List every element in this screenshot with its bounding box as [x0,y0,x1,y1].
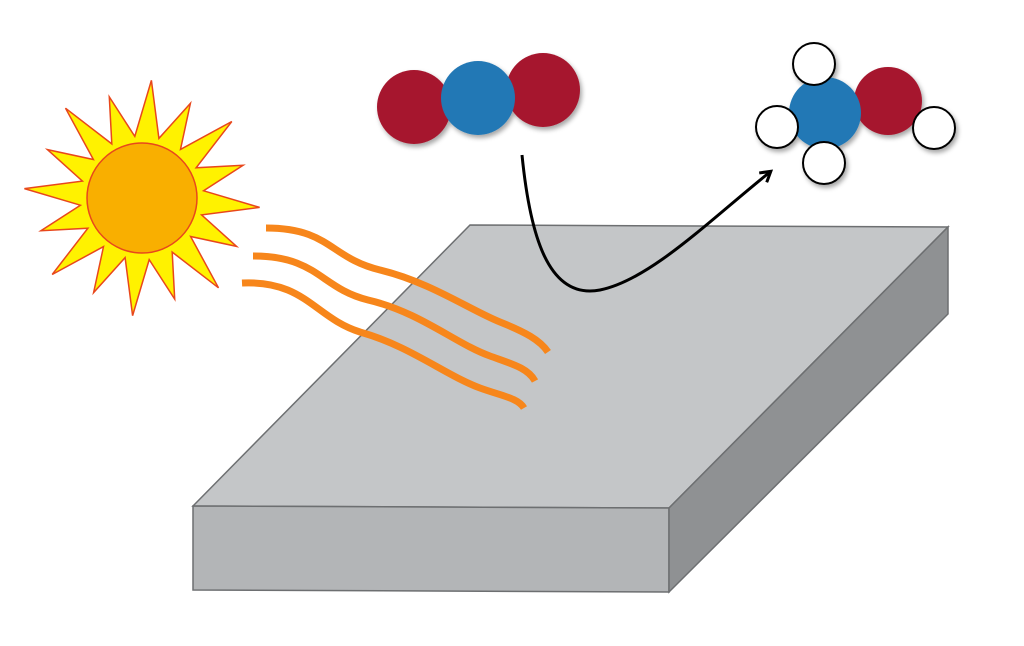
catalyst-slab [191,224,950,594]
carbon-atom [789,77,861,149]
hydrogen-atom [755,105,799,149]
light-waves [241,224,551,411]
light-wave [241,279,527,411]
hydrogen-atom [792,42,836,86]
oxygen-atom [854,67,922,135]
product-molecule [755,42,956,185]
slab-side-face [668,225,949,594]
carbon-atom [441,61,515,135]
reactant-molecule [377,53,580,144]
light-wave [252,252,539,383]
oxygen-atom [506,53,580,127]
curved-arrow-icon [520,154,770,293]
light-wave [265,224,551,355]
oxygen-atom [377,70,451,144]
sun-core [86,142,198,254]
slab-front-face [192,505,670,593]
hydrogen-atom [912,106,956,150]
hydrogen-atom [802,141,846,185]
sun-icon [24,80,260,316]
